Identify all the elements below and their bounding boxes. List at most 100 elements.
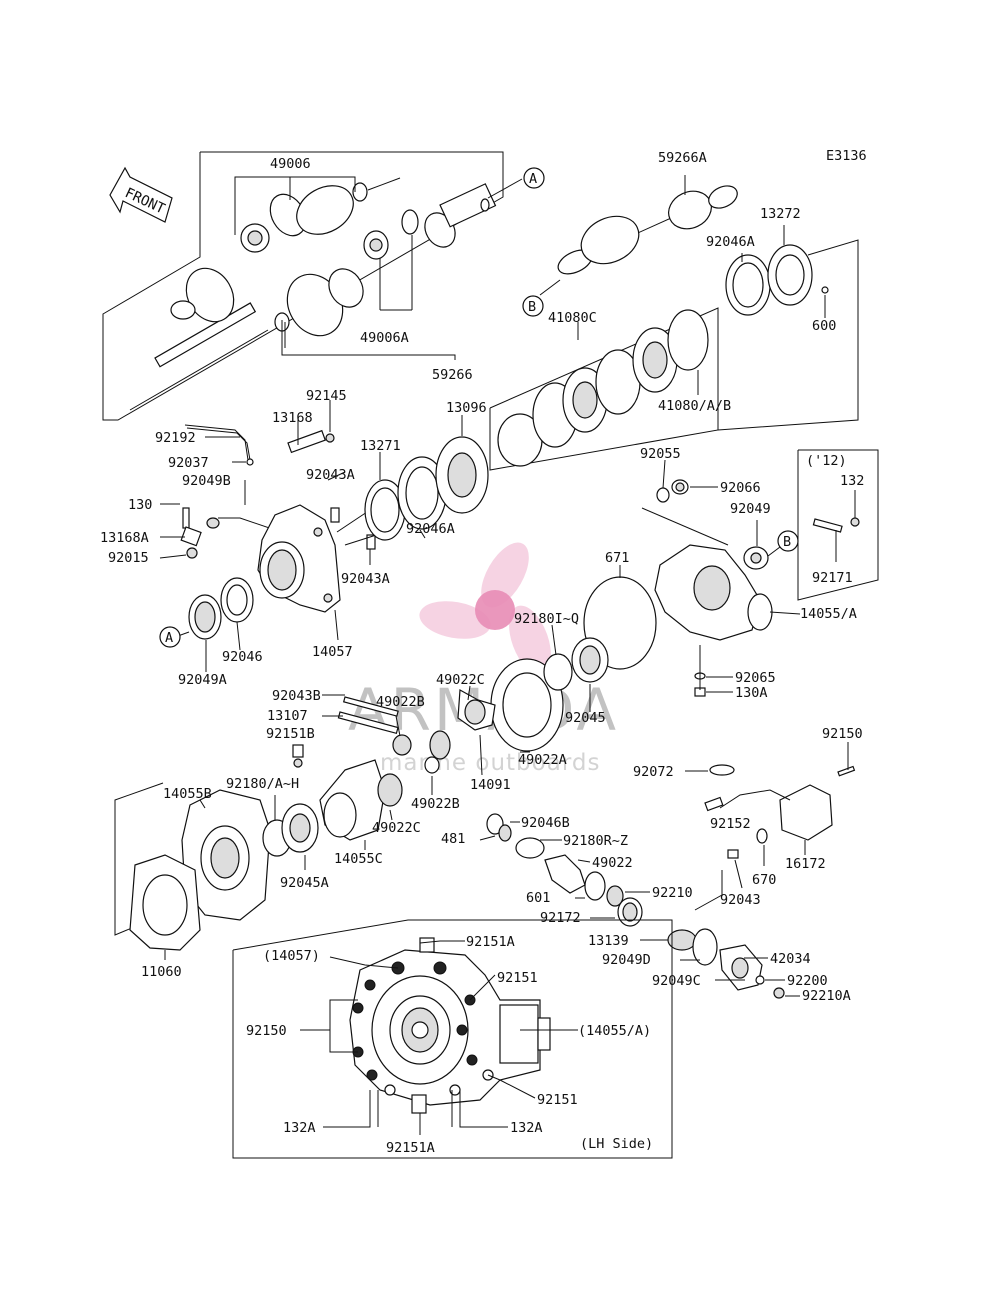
label-49006: 49006 [270,156,311,172]
label-670: 670 [752,872,776,888]
label-481: 481 [441,831,465,847]
label-14055A: 14055/A [800,606,857,622]
label-92192: 92192 [155,430,196,446]
label-92046: 92046 [222,649,263,665]
inset-label-lh-side: (LH Side) [580,1136,653,1152]
model-year-box [797,449,879,601]
label-49022A: 49022A [518,752,567,768]
callout-b-right: B [777,530,799,552]
label-16172: 16172 [785,856,826,872]
label-13096: 13096 [446,400,487,416]
rear-housing-14055 [641,459,801,697]
label-132: 132 [840,473,864,489]
label-92043B: 92043B [272,688,321,704]
inset-label-92151A-bottom: 92151A [386,1140,435,1156]
diff-case-14055C [292,744,403,850]
label-92043: 92043 [720,892,761,908]
label-92145: 92145 [306,388,347,404]
propeller-logo [419,542,551,675]
seals-left [177,577,254,672]
clutch-pack [489,307,719,471]
label-92045A: 92045A [280,875,329,891]
label-14055B: 14055B [163,786,212,802]
inset-label-132A-left: 132A [283,1120,316,1136]
pinion-group [479,813,800,999]
label-92065: 92065 [735,670,776,686]
clip-92072 [685,764,735,776]
left-cover-group [114,782,319,960]
label-14091: 14091 [470,777,511,793]
label-41080AB: 41080/A/B [658,398,731,414]
label-13272: 13272 [760,206,801,222]
callout-a-left-text: A [165,630,173,646]
label-92150: 92150 [822,726,863,742]
label-92066: 92066 [720,480,761,496]
label-92180RZ: 92180R~Z [563,833,628,849]
callout-b-right-text: B [783,534,791,550]
label-14057: 14057 [312,644,353,660]
label-59266A: 59266A [658,150,707,166]
label-601: 601 [526,890,550,906]
left-small-parts [159,400,335,559]
label-92210: 92210 [652,885,693,901]
label-92152: 92152 [710,816,751,832]
rear-axle-group [539,175,738,296]
label-92049C: 92049C [652,973,701,989]
inset-label-92150: 92150 [246,1023,287,1039]
label-13107: 13107 [267,708,308,724]
callout-a-top-text: A [529,171,537,187]
label-92049D: 92049D [602,952,651,968]
label-92049A: 92049A [178,672,227,688]
label-92210A: 92210A [802,988,851,1004]
label-92200: 92200 [787,973,828,989]
label-92049: 92049 [730,501,771,517]
label-92043A-2: 92043A [341,571,390,587]
bearing-13096-group [364,415,489,541]
inset-label-92151-2: 92151 [537,1092,578,1108]
label-49022C-1: 49022C [436,672,485,688]
label-92046A-top: 92046A [706,234,755,250]
label-92015: 92015 [108,550,149,566]
inset-label-14055A: (14055/A) [578,1023,651,1039]
front-arrow: FRONT [109,166,173,223]
label-49022C-2: 49022C [372,820,421,836]
lh-side-inset [232,919,673,1159]
label-600: 600 [812,318,836,334]
label-92043A-1: 92043A [306,467,355,483]
label-92055: 92055 [640,446,681,462]
label-49022B-2: 49022B [411,796,460,812]
label-42034: 42034 [770,951,811,967]
label-92037: 92037 [168,455,209,471]
label-41080C: 41080C [548,310,597,326]
label-92049B: 92049B [182,473,231,489]
actuator-16172 [694,742,856,911]
label-59266: 59266 [432,367,473,383]
front-axle-group [102,151,523,421]
inset-label-92151A-top: 92151A [466,934,515,950]
label-130: 130 [128,497,152,513]
label-49022: 49022 [592,855,633,871]
callout-a-top: A [523,167,545,189]
inset-label-132A-right: 132A [510,1120,543,1136]
callout-b-top-text: B [528,299,536,315]
label-13168A: 13168A [100,530,149,546]
inset-label-92151-1: 92151 [497,970,538,986]
label-13139: 13139 [588,933,629,949]
label-92172: 92172 [540,910,581,926]
callout-a-left: A [159,626,181,648]
label-92180AH: 92180/A~H [226,776,299,792]
label-model-year: ('12) [806,453,847,469]
label-13168: 13168 [272,410,313,426]
label-49022B-1: 49022B [376,694,425,710]
label-92046A: 92046A [406,521,455,537]
cross-pins [322,694,399,735]
diagram-code: E3136 [826,148,867,164]
label-92072: 92072 [633,764,674,780]
label-11060: 11060 [141,964,182,980]
bearing-group-top-right [717,225,859,431]
label-49006A: 49006A [360,330,409,346]
label-92171: 92171 [812,570,853,586]
label-130A: 130A [735,685,768,701]
